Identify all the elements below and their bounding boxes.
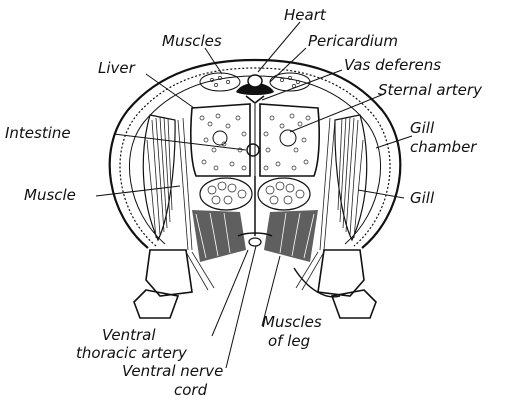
intestine (247, 104, 259, 176)
gill-right (335, 115, 367, 240)
label-intestine: Intestine (5, 124, 71, 142)
label-muscles-of-leg-line2: of leg (268, 332, 310, 350)
label-sternal-artery: Sternal artery (378, 81, 483, 99)
label-gill: Gill (410, 189, 435, 207)
label-heart: Heart (284, 6, 327, 24)
label-pericardium: Pericardium (308, 32, 398, 50)
label-ventral-thoracic-artery-line2: thoracic artery (76, 344, 188, 362)
label-gill-chamber-line2: chamber (410, 138, 477, 156)
label-muscles-dorsal: Muscles (162, 32, 222, 50)
heart (236, 75, 274, 103)
label-ventral-thoracic-artery-line1: Ventral (102, 326, 156, 344)
labels: Heart Muscles Pericardium Liver Vas defe… (5, 6, 483, 399)
label-liver: Liver (98, 59, 136, 77)
label-gill-chamber-line1: Gill (410, 119, 435, 137)
gill-left (143, 115, 175, 240)
label-muscle: Muscle (24, 186, 76, 204)
liver-right (260, 104, 319, 176)
label-vas-deferens: Vas deferens (344, 56, 441, 74)
label-ventral-nerve-cord-line2: cord (174, 381, 208, 399)
label-muscles-of-leg-line1: Muscles (262, 313, 322, 331)
liver-left (191, 104, 250, 176)
label-ventral-nerve-cord-line1: Ventral nerve (122, 362, 223, 380)
